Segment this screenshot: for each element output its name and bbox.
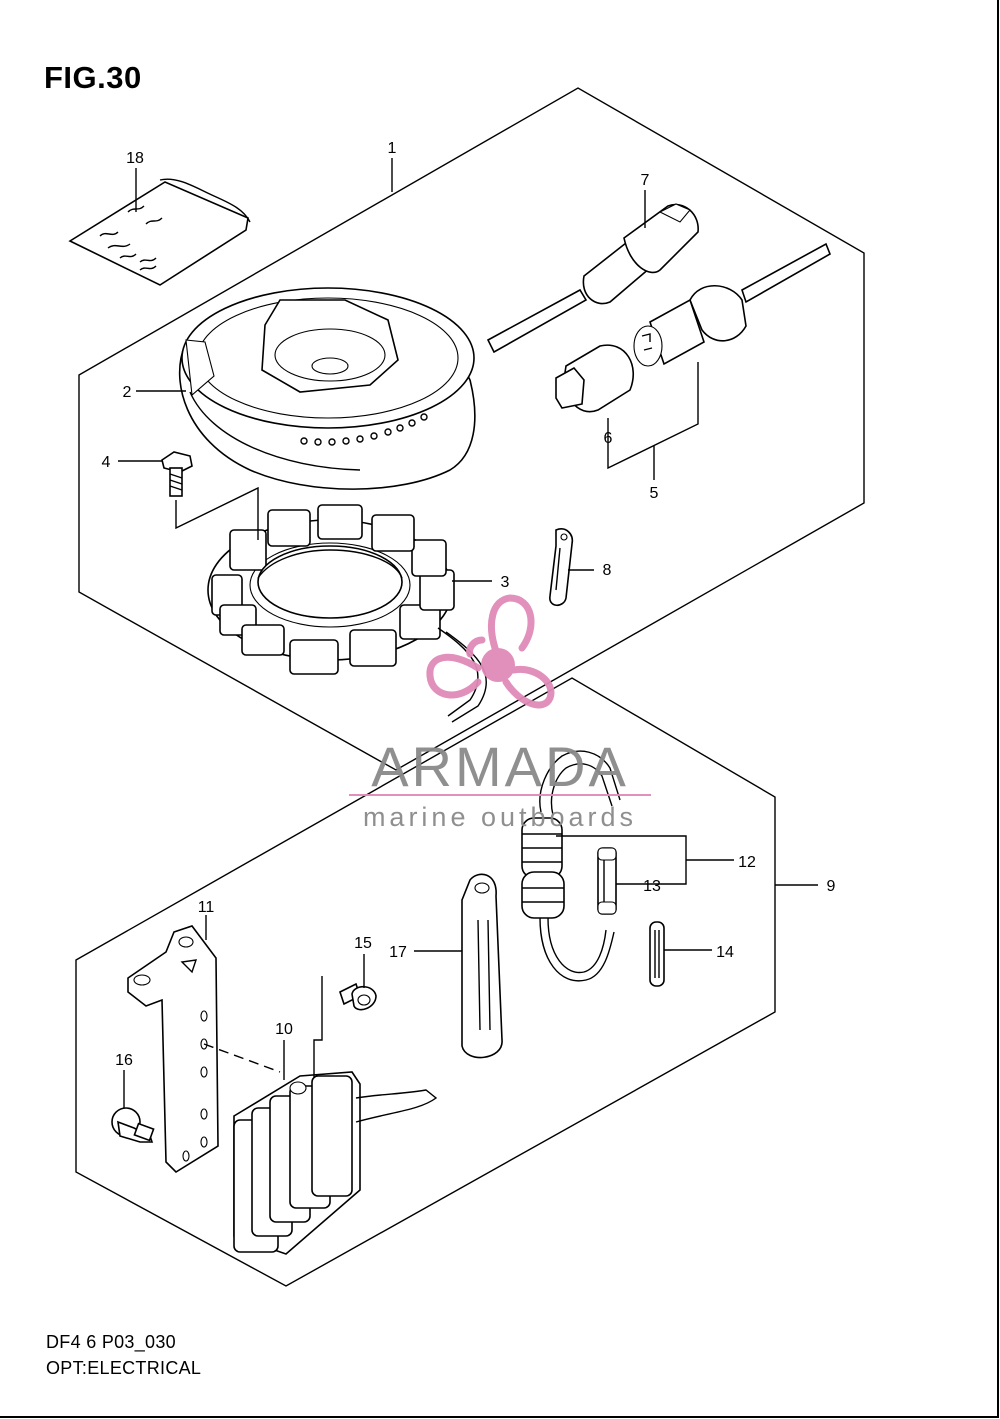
part-7-connector: [486, 203, 699, 354]
watermark: ARMADA marine outboards: [349, 594, 651, 832]
part-2-flywheel: [178, 287, 476, 490]
leader-lines: [118, 158, 818, 1108]
part-13-fuse: [597, 847, 617, 915]
part-18-hardware-bag: [68, 178, 251, 286]
propeller-logo-icon: [426, 594, 555, 709]
part-12-fuse-holder: [521, 750, 621, 982]
callout-6: 6: [604, 430, 613, 447]
callout-labels: 1 2 3 4 5 6 7 8 9 10 11 12 13 14 15 16 1…: [102, 140, 836, 1069]
watermark-brand: ARMADA: [371, 735, 629, 798]
callout-14: 14: [716, 944, 734, 961]
part-10-rectifier: [233, 1071, 438, 1255]
part-6-coupler: [555, 344, 635, 413]
figure-code: DF4 6 P03_030: [46, 1332, 176, 1352]
callout-3: 3: [501, 574, 510, 591]
callout-5: 5: [650, 485, 659, 502]
figure-subtitle: OPT:ELECTRICAL: [46, 1358, 202, 1378]
figure-title: FIG.30: [44, 60, 142, 95]
part-14-spare-fuse: [649, 921, 665, 987]
callout-4: 4: [102, 454, 111, 471]
callout-9: 9: [827, 878, 836, 895]
callout-17: 17: [389, 944, 407, 961]
kit-box-9: [75, 677, 776, 1287]
part-5-connector-wire: [633, 242, 832, 367]
callout-13: 13: [643, 878, 661, 895]
part-16-bushing: [111, 1107, 155, 1143]
watermark-tagline: marine outboards: [363, 802, 637, 832]
part-17-clamp-strap: [461, 873, 503, 1059]
part-8-clamp: [549, 528, 574, 607]
callout-15: 15: [354, 935, 372, 952]
part-11-bracket: [127, 925, 219, 1174]
callout-16: 16: [115, 1052, 133, 1069]
callout-2: 2: [123, 384, 132, 401]
callout-7: 7: [641, 172, 650, 189]
callout-10: 10: [275, 1021, 293, 1038]
part-15-screw: [339, 982, 377, 1011]
part-4-bolt: [161, 451, 193, 497]
callout-18: 18: [126, 150, 144, 167]
callout-8: 8: [603, 562, 612, 579]
callout-1: 1: [388, 140, 397, 157]
part-3-stator: [207, 504, 488, 723]
callout-11: 11: [198, 899, 215, 916]
kit-box-1: [78, 87, 865, 771]
callout-12: 12: [738, 854, 756, 871]
